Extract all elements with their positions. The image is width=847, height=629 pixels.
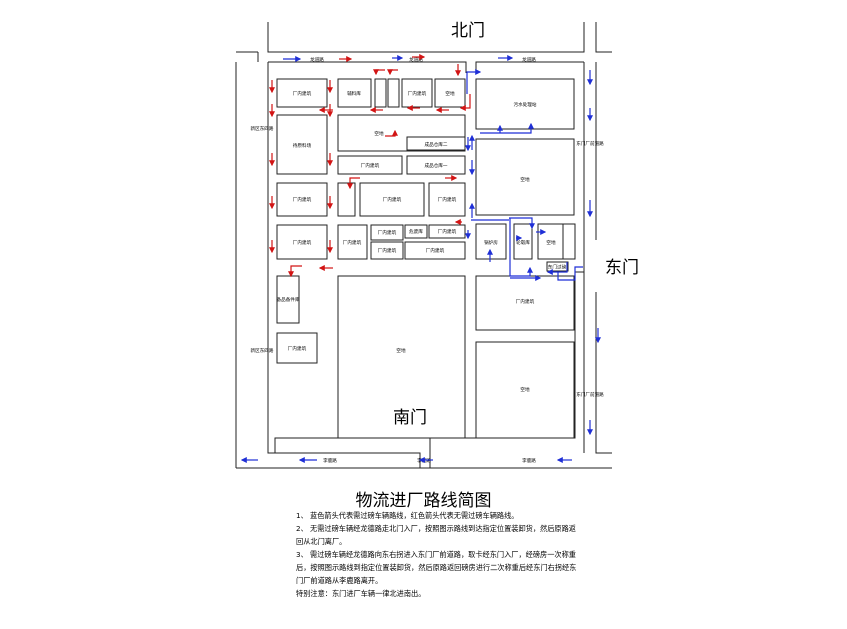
- svg-text:龙道路: 龙道路: [522, 56, 536, 63]
- svg-text:危废库: 危废库: [409, 228, 423, 235]
- svg-text:空地: 空地: [520, 386, 530, 393]
- svg-text:李鹿路: 李鹿路: [522, 457, 536, 464]
- north-gate-label: 北门: [451, 21, 485, 41]
- svg-text:新区东四路: 新区东四路: [251, 125, 274, 132]
- svg-text:厂内建筑: 厂内建筑: [378, 247, 397, 254]
- svg-text:待原料场: 待原料场: [293, 142, 312, 149]
- svg-text:厂内建筑: 厂内建筑: [288, 345, 307, 352]
- building-labels: 厂内建筑 辅料库 厂内建筑 空地 污水处理站 待原料场 空地 成品仓库二 厂内建…: [277, 90, 567, 393]
- svg-text:空地: 空地: [445, 90, 455, 97]
- svg-text:厂内建筑: 厂内建筑: [293, 239, 312, 246]
- svg-text:厂内建筑: 厂内建筑: [293, 196, 312, 203]
- svg-text:东门厂前道路: 东门厂前道路: [576, 391, 604, 398]
- svg-text:厂内建筑: 厂内建筑: [293, 90, 312, 97]
- svg-text:厂内建筑: 厂内建筑: [361, 162, 380, 169]
- svg-text:厂内建筑: 厂内建筑: [383, 196, 402, 203]
- svg-text:锅炉房: 锅炉房: [484, 239, 498, 246]
- svg-text:厂内建筑: 厂内建筑: [516, 298, 535, 305]
- svg-text:东门厂前道路: 东门厂前道路: [576, 140, 604, 147]
- svg-text:成品仓库一: 成品仓库一: [425, 162, 448, 169]
- svg-text:厂内建筑: 厂内建筑: [378, 229, 397, 236]
- blue-routes: [240, 55, 601, 463]
- svg-text:龙道路: 龙道路: [409, 56, 423, 63]
- svg-text:龙道路: 龙道路: [310, 56, 324, 63]
- red-routes: [269, 54, 471, 278]
- svg-text:备品备件库: 备品备件库: [277, 296, 300, 303]
- east-gate-label: 东门: [605, 258, 639, 278]
- logistics-map: 厂内建筑 辅料库 厂内建筑 空地 污水处理站 待原料场 空地 成品仓库二 厂内建…: [235, 21, 639, 469]
- svg-text:空地: 空地: [546, 239, 556, 246]
- svg-text:厂内建筑: 厂内建筑: [426, 247, 445, 254]
- buildings: [276, 78, 576, 439]
- svg-text:空地: 空地: [520, 176, 530, 183]
- svg-text:轮毂库: 轮毂库: [516, 239, 530, 246]
- svg-text:东门过磅: 东门过磅: [548, 264, 567, 271]
- route-notes: 1、 蓝色箭头代表需过磅车辆路线，红色箭头代表无需过磅车辆路线。 2、 无需过磅…: [296, 509, 581, 600]
- note-1: 1、 蓝色箭头代表需过磅车辆路线，红色箭头代表无需过磅车辆路线。: [296, 511, 519, 520]
- svg-text:新区东四路: 新区东四路: [251, 347, 274, 354]
- svg-text:辅料库: 辅料库: [347, 90, 361, 97]
- note-2: 2、 无需过磅车辆经龙德路走北门入厂，按照图示路线到达指定位置装卸货，然后原路返…: [296, 524, 576, 546]
- svg-text:空地: 空地: [396, 347, 406, 354]
- svg-text:厂内建筑: 厂内建筑: [343, 239, 362, 246]
- svg-text:成品仓库二: 成品仓库二: [425, 141, 448, 148]
- note-3: 3、 需过磅车辆经龙德路向东右拐进入东门厂前道路，取卡经东门入厂，经磅房一次称重…: [296, 550, 577, 585]
- diagram-title: 物流进厂路线简图: [355, 491, 492, 511]
- svg-text:污水处理站: 污水处理站: [514, 101, 537, 108]
- svg-text:厂内建筑: 厂内建筑: [438, 228, 457, 235]
- svg-text:厂内建筑: 厂内建筑: [438, 196, 457, 203]
- road-outlines: [235, 22, 612, 469]
- svg-text:李鹿路: 李鹿路: [323, 457, 337, 464]
- svg-text:厂内建筑: 厂内建筑: [408, 90, 427, 97]
- note-special: 特别注意：东门进厂车辆一律北进南出。: [296, 589, 426, 598]
- svg-text:空地: 空地: [374, 130, 384, 137]
- south-gate-label: 南门: [393, 408, 427, 428]
